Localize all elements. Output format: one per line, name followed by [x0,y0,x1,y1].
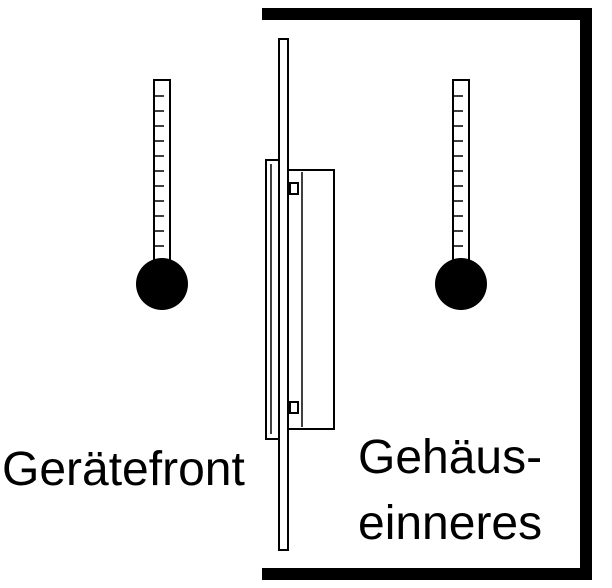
thermometer-bulb [435,258,487,310]
mounting-clip-bottom [289,401,299,414]
thermometer-tube [452,79,470,267]
thermometer-tube [153,79,171,267]
device [265,159,335,440]
front-panel [278,38,289,551]
device-body [287,169,335,430]
thermometer-bulb [136,258,188,310]
thermometer-icon [136,79,188,310]
thermometer-icon [435,79,487,310]
label-enclosure-interior-line2: einneres [358,497,543,550]
enclosure-outline [262,8,592,580]
device-bezel [265,159,280,440]
thermometer-scale-ticks [154,95,164,247]
mounting-clip-top [289,182,299,195]
label-enclosure-interior-line1: Gehäus- [358,431,543,484]
thermometer-scale-ticks [453,95,463,247]
label-device-front: Gerätefront [2,443,245,496]
